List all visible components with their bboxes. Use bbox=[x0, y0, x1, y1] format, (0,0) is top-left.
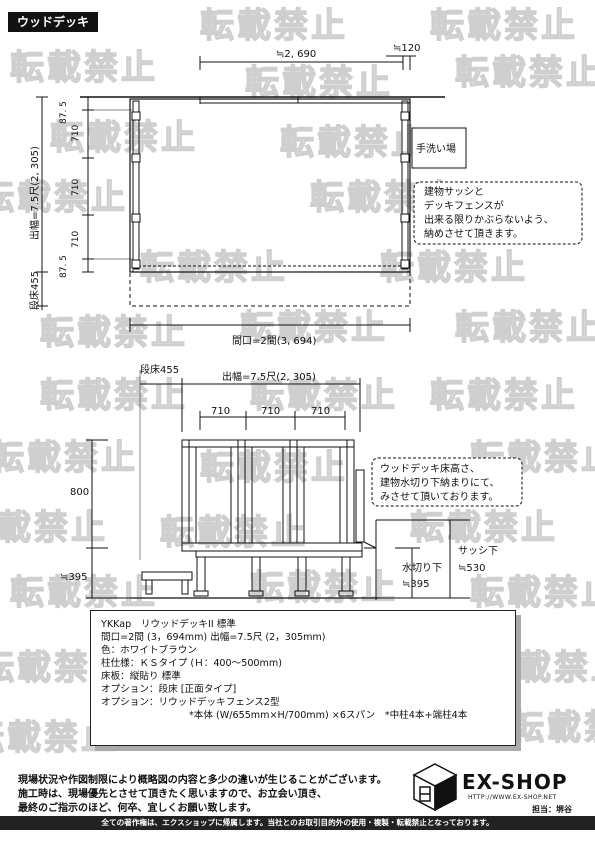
spec-line: オプション：リウッドデッキフェンス2型 bbox=[101, 697, 280, 708]
spec-line: オプション：段床 [正面タイプ] bbox=[101, 684, 237, 695]
copyright-footer: 全ての著作権は、エクスショップに帰属します。当社とのお取引目的外の使用・複製・転… bbox=[0, 816, 595, 830]
step-label: 段床455 bbox=[28, 271, 41, 310]
post bbox=[400, 111, 410, 121]
page-title: ウッドデッキ bbox=[8, 12, 98, 32]
logo-url: HTTP://WWW.EX-SHOP.NET bbox=[468, 794, 557, 801]
elev-seg-c: 710 bbox=[311, 406, 330, 417]
sash-label: サッシ下 bbox=[458, 545, 498, 557]
elev-note-bubble bbox=[371, 457, 523, 507]
fence-right bbox=[401, 100, 409, 270]
seg-710-b: 710 bbox=[71, 179, 81, 196]
logo-brand: EX-SHOP bbox=[462, 770, 568, 794]
post bbox=[131, 153, 141, 163]
height-395-label: ≒395 bbox=[60, 572, 87, 583]
spec-line: YKKap リウッドデッキII 標準 bbox=[101, 619, 236, 630]
drip-value: ≒395 bbox=[402, 579, 429, 590]
post bbox=[131, 259, 141, 269]
deck-leg bbox=[196, 556, 206, 592]
deck-leg bbox=[251, 556, 261, 592]
staff-label: 担当：堺谷 bbox=[532, 805, 572, 814]
fence-post bbox=[346, 439, 355, 544]
elev-seg-b: 710 bbox=[261, 406, 280, 417]
post bbox=[131, 213, 141, 223]
plan-note-line: デッキフェンスが bbox=[424, 199, 504, 212]
deck-outline bbox=[129, 98, 411, 273]
plan-note-line: 出来る限りかぶらないよう、 bbox=[424, 213, 554, 226]
ex-shop-logo: EX-SHOP HTTP://WWW.EX-SHOP.NET 担当：堺谷 bbox=[410, 760, 580, 814]
fence-front bbox=[132, 265, 409, 273]
elevation-labels: 段床455 出幅=7.5尺(2, 305) 710 710 710 800 ≒3… bbox=[60, 363, 500, 590]
deck-leg bbox=[297, 556, 307, 592]
notice-line: 最終のご指示のほど、何卒、宜しくお願い致します。 bbox=[18, 803, 257, 814]
building-sash bbox=[355, 469, 365, 543]
fence-post bbox=[289, 439, 298, 544]
seg-710-a: 710 bbox=[71, 125, 81, 142]
sash-value: ≒530 bbox=[458, 563, 485, 574]
fence-top-rail bbox=[181, 439, 355, 448]
spec-box: YKKap リウッドデッキII 標準 間口=2間 (3，694mm) 出幅=7.… bbox=[90, 610, 516, 746]
fence-post bbox=[237, 439, 246, 544]
post bbox=[400, 213, 410, 223]
dim-top-label: ≒2, 690 bbox=[276, 49, 316, 60]
cube-logo-icon bbox=[412, 763, 458, 812]
seg-87-top: 87. 5 bbox=[59, 101, 69, 124]
elev-note-line: みさせて頂いております。 bbox=[380, 491, 498, 503]
post bbox=[131, 111, 141, 121]
fence-post bbox=[181, 439, 190, 544]
step-floor-outline bbox=[129, 271, 411, 307]
dim-top-right-label: ≒120 bbox=[393, 43, 420, 54]
width-label: 間口=2間(3, 694) bbox=[232, 335, 316, 347]
plan-note-line: 納めさせて頂きます。 bbox=[424, 227, 523, 240]
plan-labels: ≒2, 690 ≒120 手洗い場 建物サッシと デッキフェンスが 出来る限りか… bbox=[28, 43, 554, 347]
step-board bbox=[141, 571, 193, 581]
notice-line: 現場状況や作図制限により概略図の内容と多少の違いが生じることがございます。 bbox=[18, 775, 387, 786]
notice-text: 現場状況や作図制限により概略図の内容と多少の違いが生じることがございます。 施工… bbox=[18, 774, 398, 816]
post bbox=[400, 153, 410, 163]
spec-line: 柱仕様：ＫＳタイプ (Ｈ：400～500mm) bbox=[101, 658, 282, 669]
seg-87-bottom: 87. 5 bbox=[59, 255, 69, 278]
notice-line: 施工時は、現場優先とさせて頂きたく思いますので、お立会い頂き、 bbox=[18, 789, 327, 800]
plan-view bbox=[36, 55, 583, 332]
post bbox=[400, 259, 410, 269]
spec-line: 色：ホワイトブラウン bbox=[101, 645, 197, 656]
elev-depth-label: 出幅=7.5尺(2, 305) bbox=[222, 370, 316, 383]
elev-step-label: 段床455 bbox=[140, 363, 179, 376]
elev-note-line: ウッドデッキ床高さ、 bbox=[380, 462, 480, 475]
spec-line: 間口=2間 (3，694mm) 出幅=7.5尺 (2，305mm) bbox=[101, 632, 326, 643]
elevation-view bbox=[86, 370, 523, 600]
elev-note-line: 建物水切り下納まりにて、 bbox=[380, 476, 500, 489]
height-800-label: 800 bbox=[70, 487, 89, 498]
handwash-label: 手洗い場 bbox=[416, 142, 456, 155]
deck-beam bbox=[195, 550, 363, 558]
deck-leg bbox=[341, 556, 351, 592]
elev-seg-a: 710 bbox=[211, 406, 230, 417]
depth-label: 出幅=7.5尺(2, 305) bbox=[28, 146, 41, 240]
spec-line: 床板：縦貼り 標準 bbox=[101, 671, 181, 682]
deck-floor bbox=[181, 542, 363, 552]
spec-detail-line: *本体 (W/655mm×H/700mm) ×6スパン *中柱4本+端柱4本 bbox=[189, 710, 468, 721]
plan-note-bubble bbox=[413, 181, 583, 245]
drip-label: 水切り下 bbox=[402, 562, 442, 574]
plan-note-line: 建物サッシと bbox=[424, 185, 484, 198]
fence-left bbox=[132, 100, 140, 270]
seg-710-c: 710 bbox=[71, 231, 81, 248]
handwash-box bbox=[411, 127, 467, 169]
